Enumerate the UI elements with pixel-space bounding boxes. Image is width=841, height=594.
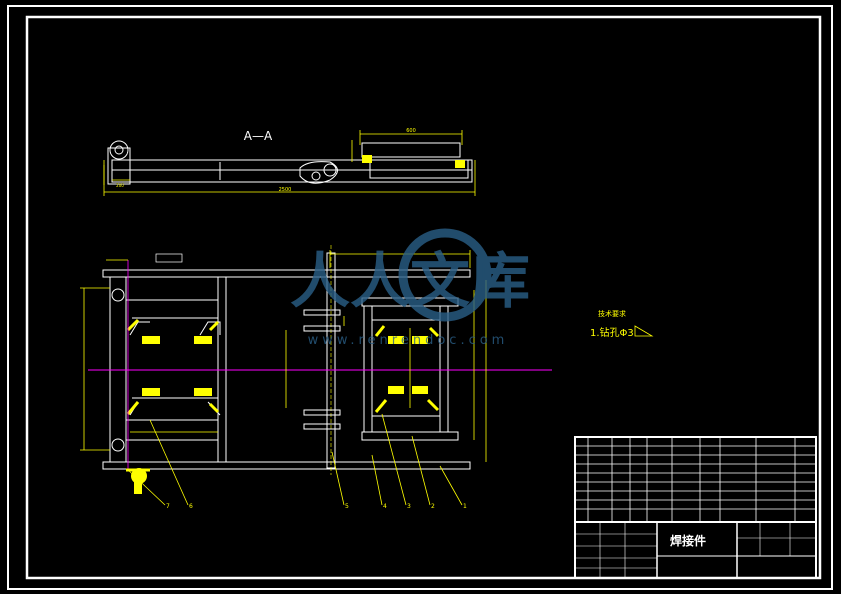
callout-4: 4 — [383, 503, 387, 510]
watermark-url: www.renrendoc.com — [308, 333, 509, 348]
title-block: 焊接件 — [574, 436, 817, 579]
svg-text:600: 600 — [406, 128, 416, 134]
watermark: 人人文库 www.renrendoc.com — [290, 228, 530, 348]
callout-7: 7 — [166, 503, 170, 510]
sheet-outer-border — [7, 5, 833, 590]
watermark-logo-text: 人人文库 — [290, 247, 530, 317]
callout-2: 2 — [431, 503, 435, 510]
weld-symbol-icon — [634, 325, 654, 337]
section-label: A—A — [244, 129, 273, 143]
svg-text:2500: 2500 — [279, 187, 292, 193]
callout-3: 3 — [407, 503, 411, 510]
callout-6: 6 — [189, 503, 193, 510]
section-view-a-a: A—A 2500 600 200 — [103, 128, 476, 196]
title-block-part-name: 焊接件 — [670, 533, 706, 548]
tech-req-item: 1.钻孔Φ3 — [590, 326, 634, 339]
sheet-inner-border — [25, 15, 822, 580]
technical-requirements: 技术要求 1.钻孔Φ3 — [590, 309, 654, 339]
tech-req-title: 技术要求 — [598, 309, 626, 318]
callout-5: 5 — [345, 503, 349, 510]
main-plan-view — [80, 245, 552, 506]
svg-text:200: 200 — [116, 183, 124, 188]
callout-1: 1 — [463, 503, 467, 510]
